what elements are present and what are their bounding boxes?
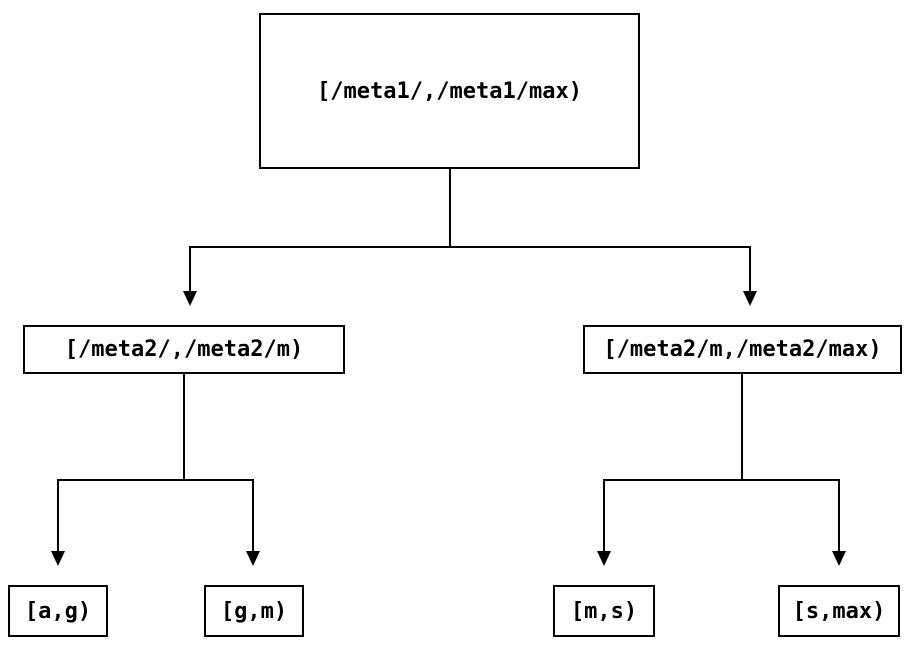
arrow-down-icon bbox=[597, 551, 611, 566]
leaf-node-label: [g,m) bbox=[220, 598, 288, 624]
edge-left-subtree bbox=[57, 374, 254, 552]
arrow-down-icon bbox=[743, 291, 757, 306]
leaf-node-label: [s,max) bbox=[792, 598, 886, 624]
root-node-label: [/meta1/,/meta1/max) bbox=[317, 78, 582, 104]
branch-node-label: [/meta2/m,/meta2/max) bbox=[603, 337, 882, 362]
branch-node-meta2-high: [/meta2/m,/meta2/max) bbox=[583, 325, 902, 374]
leaf-node-ag: [a,g) bbox=[8, 585, 108, 637]
leaf-node-label: [m,s) bbox=[570, 598, 638, 624]
arrow-down-icon bbox=[183, 291, 197, 306]
arrow-down-icon bbox=[246, 551, 260, 566]
branch-node-label: [/meta2/,/meta2/m) bbox=[64, 337, 304, 362]
leaf-node-gm: [g,m) bbox=[204, 585, 304, 637]
branch-node-meta2-low: [/meta2/,/meta2/m) bbox=[23, 325, 345, 374]
root-node: [/meta1/,/meta1/max) bbox=[259, 13, 640, 169]
edge-right-subtree bbox=[603, 374, 840, 552]
arrow-down-icon bbox=[51, 551, 65, 566]
arrow-down-icon bbox=[832, 551, 846, 566]
leaf-node-label: [a,g) bbox=[24, 598, 92, 624]
edge-root-trunk bbox=[189, 169, 751, 292]
leaf-node-ms: [m,s) bbox=[553, 585, 655, 637]
leaf-node-smax: [s,max) bbox=[778, 585, 900, 637]
